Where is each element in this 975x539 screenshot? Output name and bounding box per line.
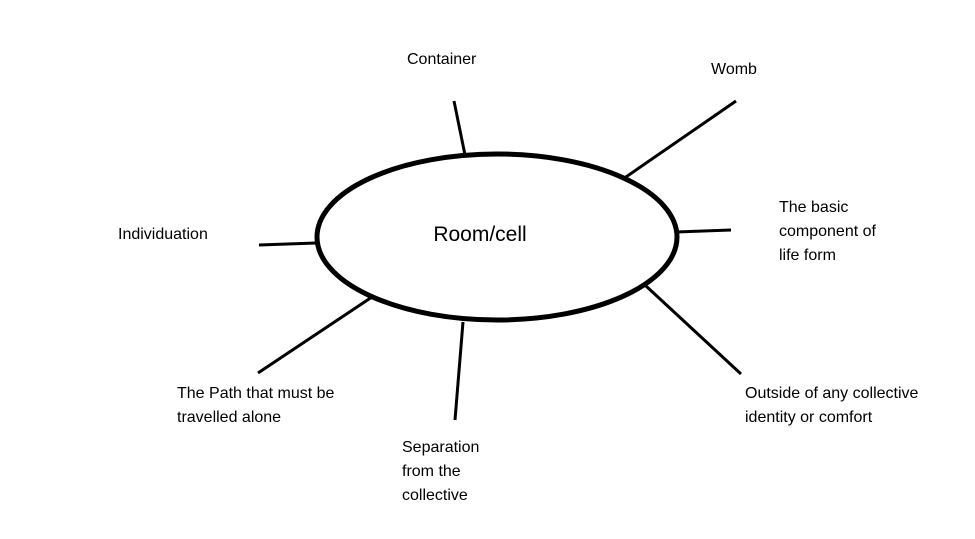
connector-basic-component bbox=[675, 228, 732, 234]
connector-separation bbox=[453, 321, 465, 421]
node-individuation: Individuation bbox=[118, 223, 208, 247]
node-separation-line-2: from the bbox=[402, 463, 461, 480]
node-basic-component: The basic component of life form bbox=[779, 196, 876, 268]
node-separation-line-3: collective bbox=[402, 487, 468, 504]
node-separation: Separation from the collective bbox=[402, 436, 479, 508]
node-basic-component-line-1: The basic bbox=[779, 199, 849, 216]
connector-individuation bbox=[258, 241, 317, 247]
connector-outside-collective bbox=[644, 284, 743, 376]
node-outside-collective: Outside of any collective identity or co… bbox=[745, 382, 918, 430]
connector-container bbox=[452, 100, 467, 156]
connector-path-alone bbox=[257, 295, 373, 375]
node-path-alone: The Path that must be travelled alone bbox=[177, 382, 334, 430]
connector-womb bbox=[622, 99, 737, 181]
node-basic-component-line-2: component of bbox=[779, 223, 876, 240]
node-container: Container bbox=[407, 48, 476, 72]
node-womb: Womb bbox=[711, 58, 757, 82]
node-womb-line: Womb bbox=[711, 61, 757, 78]
node-path-alone-line-1: The Path that must be bbox=[177, 385, 335, 402]
node-path-alone-line-2: travelled alone bbox=[177, 409, 282, 426]
node-separation-line-1: Separation bbox=[402, 439, 480, 456]
center-label: Room/cell bbox=[433, 223, 527, 246]
center-ellipse bbox=[314, 151, 680, 323]
node-container-line: Container bbox=[407, 51, 477, 68]
node-individuation-line: Individuation bbox=[118, 226, 208, 243]
node-outside-collective-line-2: identity or comfort bbox=[745, 409, 873, 426]
node-basic-component-line-3: life form bbox=[779, 247, 836, 264]
node-outside-collective-line-1: Outside of any collective bbox=[745, 385, 919, 402]
